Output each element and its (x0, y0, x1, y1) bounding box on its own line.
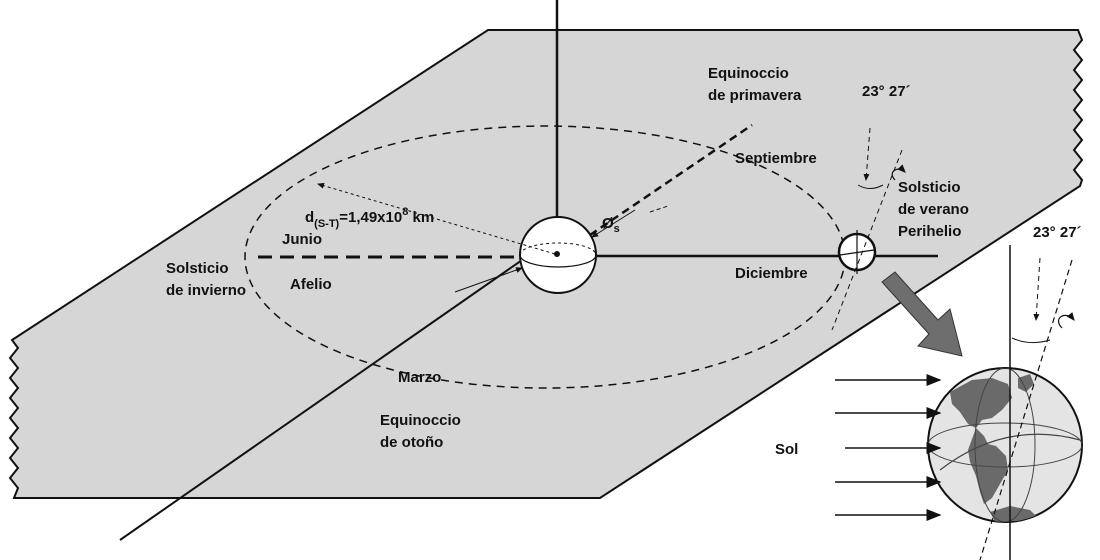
december-label: Diciembre (735, 265, 808, 282)
earth-globe (927, 367, 1083, 523)
perihelion-label: Perihelio (898, 223, 961, 240)
spring-equinox-label-2: de primavera (708, 87, 802, 104)
sun-label: Sol (775, 441, 798, 458)
autumn-equinox-label-2: de otoño (380, 434, 443, 451)
tilt-arc-small (857, 184, 884, 189)
globe-tilt-axis (979, 259, 1073, 560)
sun-rays (835, 374, 942, 521)
march-label: Marzo (398, 369, 441, 386)
tilt-angle-earth-label: 23° 27´ (1033, 224, 1082, 241)
aphelion-label: Afelio (290, 276, 332, 293)
tilt-angle-top-label: 23° 27´ (862, 83, 911, 100)
summer-solstice-label-1: Solsticio (898, 179, 961, 196)
autumn-equinox-label-1: Equinoccio (380, 412, 461, 429)
winter-solstice-label-2: de invierno (166, 282, 246, 299)
sun-to-equinox-line (589, 123, 753, 237)
spring-equinox-label-1: Equinoccio (708, 65, 789, 82)
distance-arrow (317, 182, 556, 255)
angle-tick (649, 205, 669, 213)
tilt-arc-large (1011, 337, 1051, 344)
september-label: Septiembre (735, 150, 817, 167)
distance-label: d(S-T)=1,49x108 km (305, 206, 434, 230)
rotation-arrow-large (1057, 312, 1075, 329)
angle-pointer-arrow (591, 209, 636, 238)
rotation-arrow-small (891, 164, 906, 181)
winter-solstice-label-1: Solsticio (166, 260, 229, 277)
summer-solstice-label-2: de verano (898, 201, 969, 218)
june-label: Junio (282, 231, 322, 248)
globe-sun-ray-ref (1033, 257, 1041, 321)
aphelion-pointer-arrow (454, 267, 523, 293)
diagonal-axis (119, 257, 526, 541)
zoom-arrow (881, 271, 963, 357)
angle-label: Øs (602, 215, 620, 235)
sun-sphere (519, 216, 597, 294)
